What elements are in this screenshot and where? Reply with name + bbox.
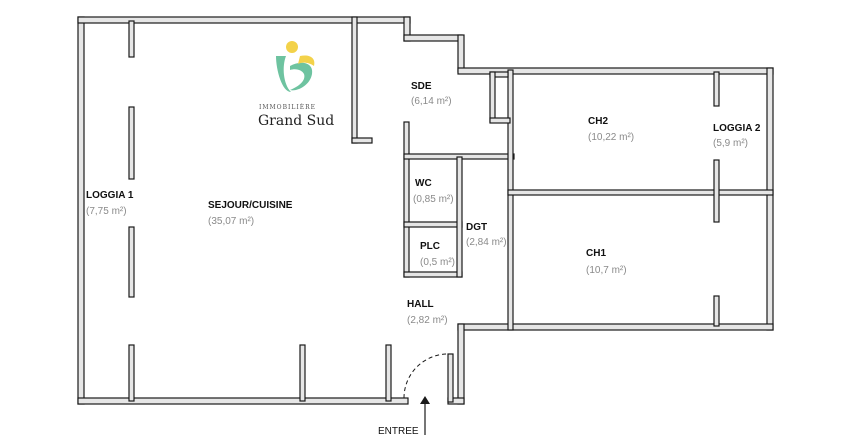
room-name-plc: PLC [420, 241, 440, 252]
entrance-label: ENTREE [378, 426, 419, 437]
room-labels: LOGGIA 1 (7,75 m²) SEJOUR/CUISINE (35,07… [86, 81, 761, 326]
room-area-ch2: (10,22 m²) [588, 132, 634, 143]
walls [77, 16, 774, 405]
logo-shape-icon [290, 62, 313, 91]
room-name-ch2: CH2 [588, 116, 608, 127]
logo-sun-icon [298, 55, 315, 66]
room-area-loggia-1: (7,75 m²) [86, 206, 127, 217]
entrance-arrow-icon [420, 396, 430, 435]
logo-name: Grand Sud [258, 113, 334, 129]
room-area-hall: (2,82 m²) [407, 315, 448, 326]
room-name-sejour-cuisine: SEJOUR/CUISINE [208, 200, 293, 211]
room-area-loggia-2: (5,9 m²) [713, 138, 748, 149]
room-area-ch1: (10,7 m²) [586, 265, 627, 276]
room-name-wc: WC [415, 178, 432, 189]
entrance-door-swing [403, 353, 449, 399]
room-area-sejour-cuisine: (35,07 m²) [208, 216, 254, 227]
room-area-sde: (6,14 m²) [411, 96, 452, 107]
company-logo: IMMOBILIÈRE Grand Sud [258, 41, 334, 129]
room-area-dgt: (2,84 m²) [466, 237, 507, 248]
room-area-wc: (0,85 m²) [413, 194, 454, 205]
room-name-dgt: DGT [466, 222, 487, 233]
room-area-plc: (0,5 m²) [420, 257, 455, 268]
logo-leaf-icon [276, 56, 291, 92]
room-name-sde: SDE [411, 81, 432, 92]
room-name-ch1: CH1 [586, 248, 606, 259]
room-name-loggia-1: LOGGIA 1 [86, 190, 134, 201]
logo-subtitle: IMMOBILIÈRE [259, 103, 316, 111]
logo-dot-icon [286, 41, 298, 53]
room-name-hall: HALL [407, 299, 434, 310]
room-name-loggia-2: LOGGIA 2 [713, 123, 761, 134]
